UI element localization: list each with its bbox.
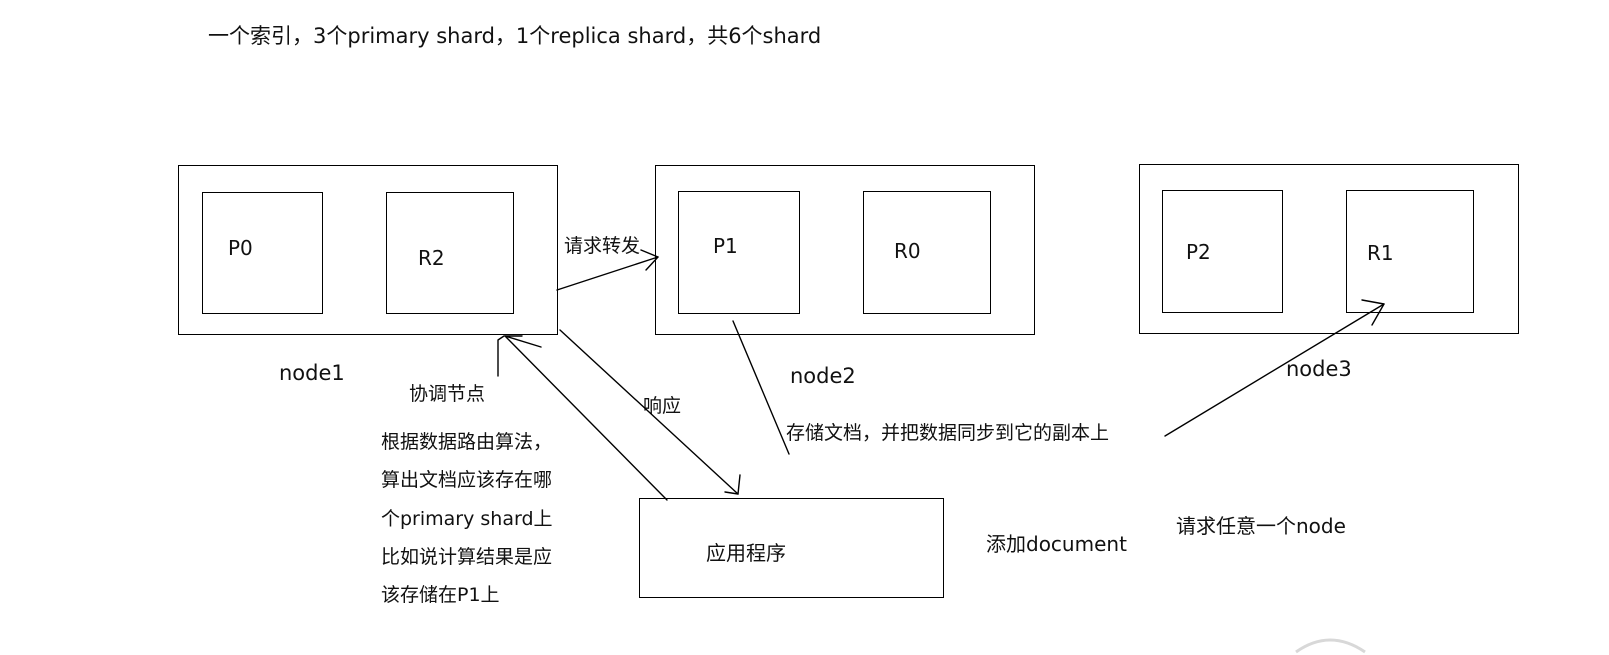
- coordinator-label: 协调节点: [409, 383, 486, 405]
- shard-r1-box: [1346, 190, 1474, 313]
- shard-r1-label: R1: [1367, 241, 1394, 265]
- add-document-label: 添加document: [986, 532, 1127, 556]
- coordinator-note-line-1: 根据数据路由算法，: [381, 431, 553, 453]
- shard-p0-label: P0: [228, 236, 253, 260]
- sync-arrow: [1164, 303, 1385, 437]
- diagram-title: 一个索引，3个primary shard，1个replica shard，共6个…: [208, 24, 822, 48]
- node1-box: [178, 165, 558, 335]
- store-label: 存储文档，并把数据同步到它的副本上: [786, 422, 1110, 444]
- shard-p1-label: P1: [713, 234, 738, 258]
- node1-label: node1: [279, 361, 345, 385]
- sync-arrowhead: [1361, 299, 1385, 326]
- shard-p2-box: [1162, 190, 1283, 313]
- app-to-node1-arrow: [504, 335, 668, 501]
- forward-label: 请求转发: [564, 235, 641, 257]
- store-line: [732, 320, 790, 455]
- coordinator-note-line-5: 该存储在P1上: [381, 584, 500, 606]
- watermark-arc: [1295, 638, 1366, 654]
- shard-p1-box: [678, 191, 800, 314]
- response-label: 响应: [643, 395, 682, 417]
- shard-p0-box: [202, 192, 323, 314]
- node2-box: [655, 165, 1035, 335]
- coordinator-note-line-3: 个primary shard上: [381, 508, 553, 530]
- response-arrowhead: [724, 474, 741, 495]
- coordinator-pointer: [497, 335, 505, 377]
- app-box: [639, 498, 944, 598]
- shard-p2-label: P2: [1186, 240, 1211, 264]
- coordinator-note-line-4: 比如说计算结果是应: [381, 546, 553, 568]
- node3-label: node3: [1286, 357, 1352, 381]
- forward-arrowhead: [640, 249, 659, 271]
- shard-r0-box: [863, 191, 991, 314]
- node3-box: [1139, 164, 1519, 334]
- response-arrow: [559, 329, 739, 495]
- app-label: 应用程序: [706, 541, 786, 565]
- forward-arrow: [556, 256, 659, 291]
- shard-r2-box: [386, 192, 514, 314]
- app-to-node1-arrowhead: [504, 335, 542, 348]
- request-any-node-label: 请求任意一个node: [1176, 514, 1346, 538]
- shard-r2-label: R2: [418, 246, 445, 270]
- shard-r0-label: R0: [894, 239, 921, 263]
- coordinator-note-line-2: 算出文档应该存在哪: [381, 469, 553, 491]
- node2-label: node2: [790, 364, 856, 388]
